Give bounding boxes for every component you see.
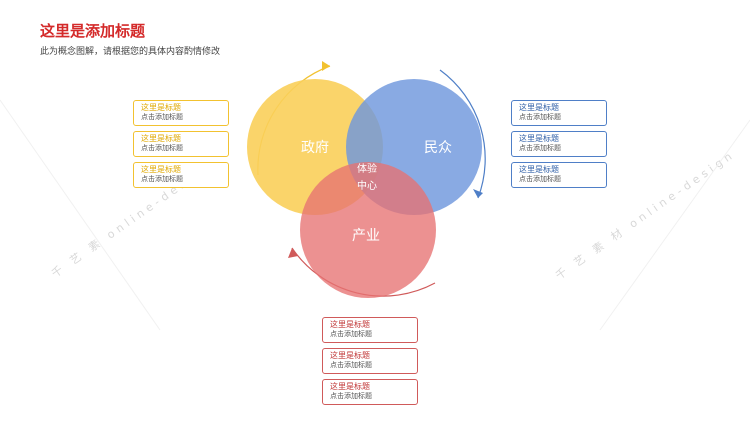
- box-title: 这里是标题: [330, 351, 370, 360]
- left-box-3[interactable]: 这里是标题 点击添加标题: [133, 162, 229, 188]
- box-subtitle: 点击添加标题: [141, 113, 183, 121]
- bg-line: [599, 119, 750, 331]
- box-subtitle: 点击添加标题: [519, 175, 561, 183]
- right-box-3[interactable]: 这里是标题 点击添加标题: [511, 162, 607, 188]
- box-title: 这里是标题: [141, 134, 181, 143]
- left-box-2[interactable]: 这里是标题 点击添加标题: [133, 131, 229, 157]
- orbit-arc-blue: [439, 69, 486, 199]
- box-title: 这里是标题: [141, 103, 181, 112]
- label-people: 民众: [424, 140, 452, 156]
- box-title: 这里是标题: [330, 320, 370, 329]
- right-box-1[interactable]: 这里是标题 点击添加标题: [511, 100, 607, 126]
- page-title: 这里是添加标题: [40, 22, 146, 40]
- arrow-icon: [473, 189, 483, 198]
- box-title: 这里是标题: [141, 165, 181, 174]
- box-title: 这里是标题: [519, 134, 559, 143]
- box-subtitle: 点击添加标题: [141, 175, 183, 183]
- box-subtitle: 点击添加标题: [330, 330, 372, 338]
- arrow-icon: [322, 61, 330, 71]
- box-subtitle: 点击添加标题: [330, 361, 372, 369]
- center-label-line1: 体验: [357, 162, 377, 175]
- bottom-box-1[interactable]: 这里是标题 点击添加标题: [322, 317, 418, 343]
- box-subtitle: 点击添加标题: [519, 113, 561, 121]
- page-subtitle: 此为概念图解，请根据您的具体内容酌情修改: [40, 47, 221, 57]
- box-subtitle: 点击添加标题: [141, 144, 183, 152]
- box-title: 这里是标题: [330, 382, 370, 391]
- arrow-icon: [288, 248, 298, 258]
- box-title: 这里是标题: [519, 103, 559, 112]
- box-subtitle: 点击添加标题: [330, 392, 372, 400]
- right-box-2[interactable]: 这里是标题 点击添加标题: [511, 131, 607, 157]
- box-subtitle: 点击添加标题: [519, 144, 561, 152]
- label-government: 政府: [301, 140, 329, 156]
- bottom-box-2[interactable]: 这里是标题 点击添加标题: [322, 348, 418, 374]
- label-industry: 产业: [352, 228, 380, 244]
- bottom-box-3[interactable]: 这里是标题 点击添加标题: [322, 379, 418, 405]
- circle-industry: [300, 162, 436, 298]
- bg-line: [0, 99, 161, 331]
- center-label-line2: 中心: [357, 179, 377, 192]
- left-box-1[interactable]: 这里是标题 点击添加标题: [133, 100, 229, 126]
- box-title: 这里是标题: [519, 165, 559, 174]
